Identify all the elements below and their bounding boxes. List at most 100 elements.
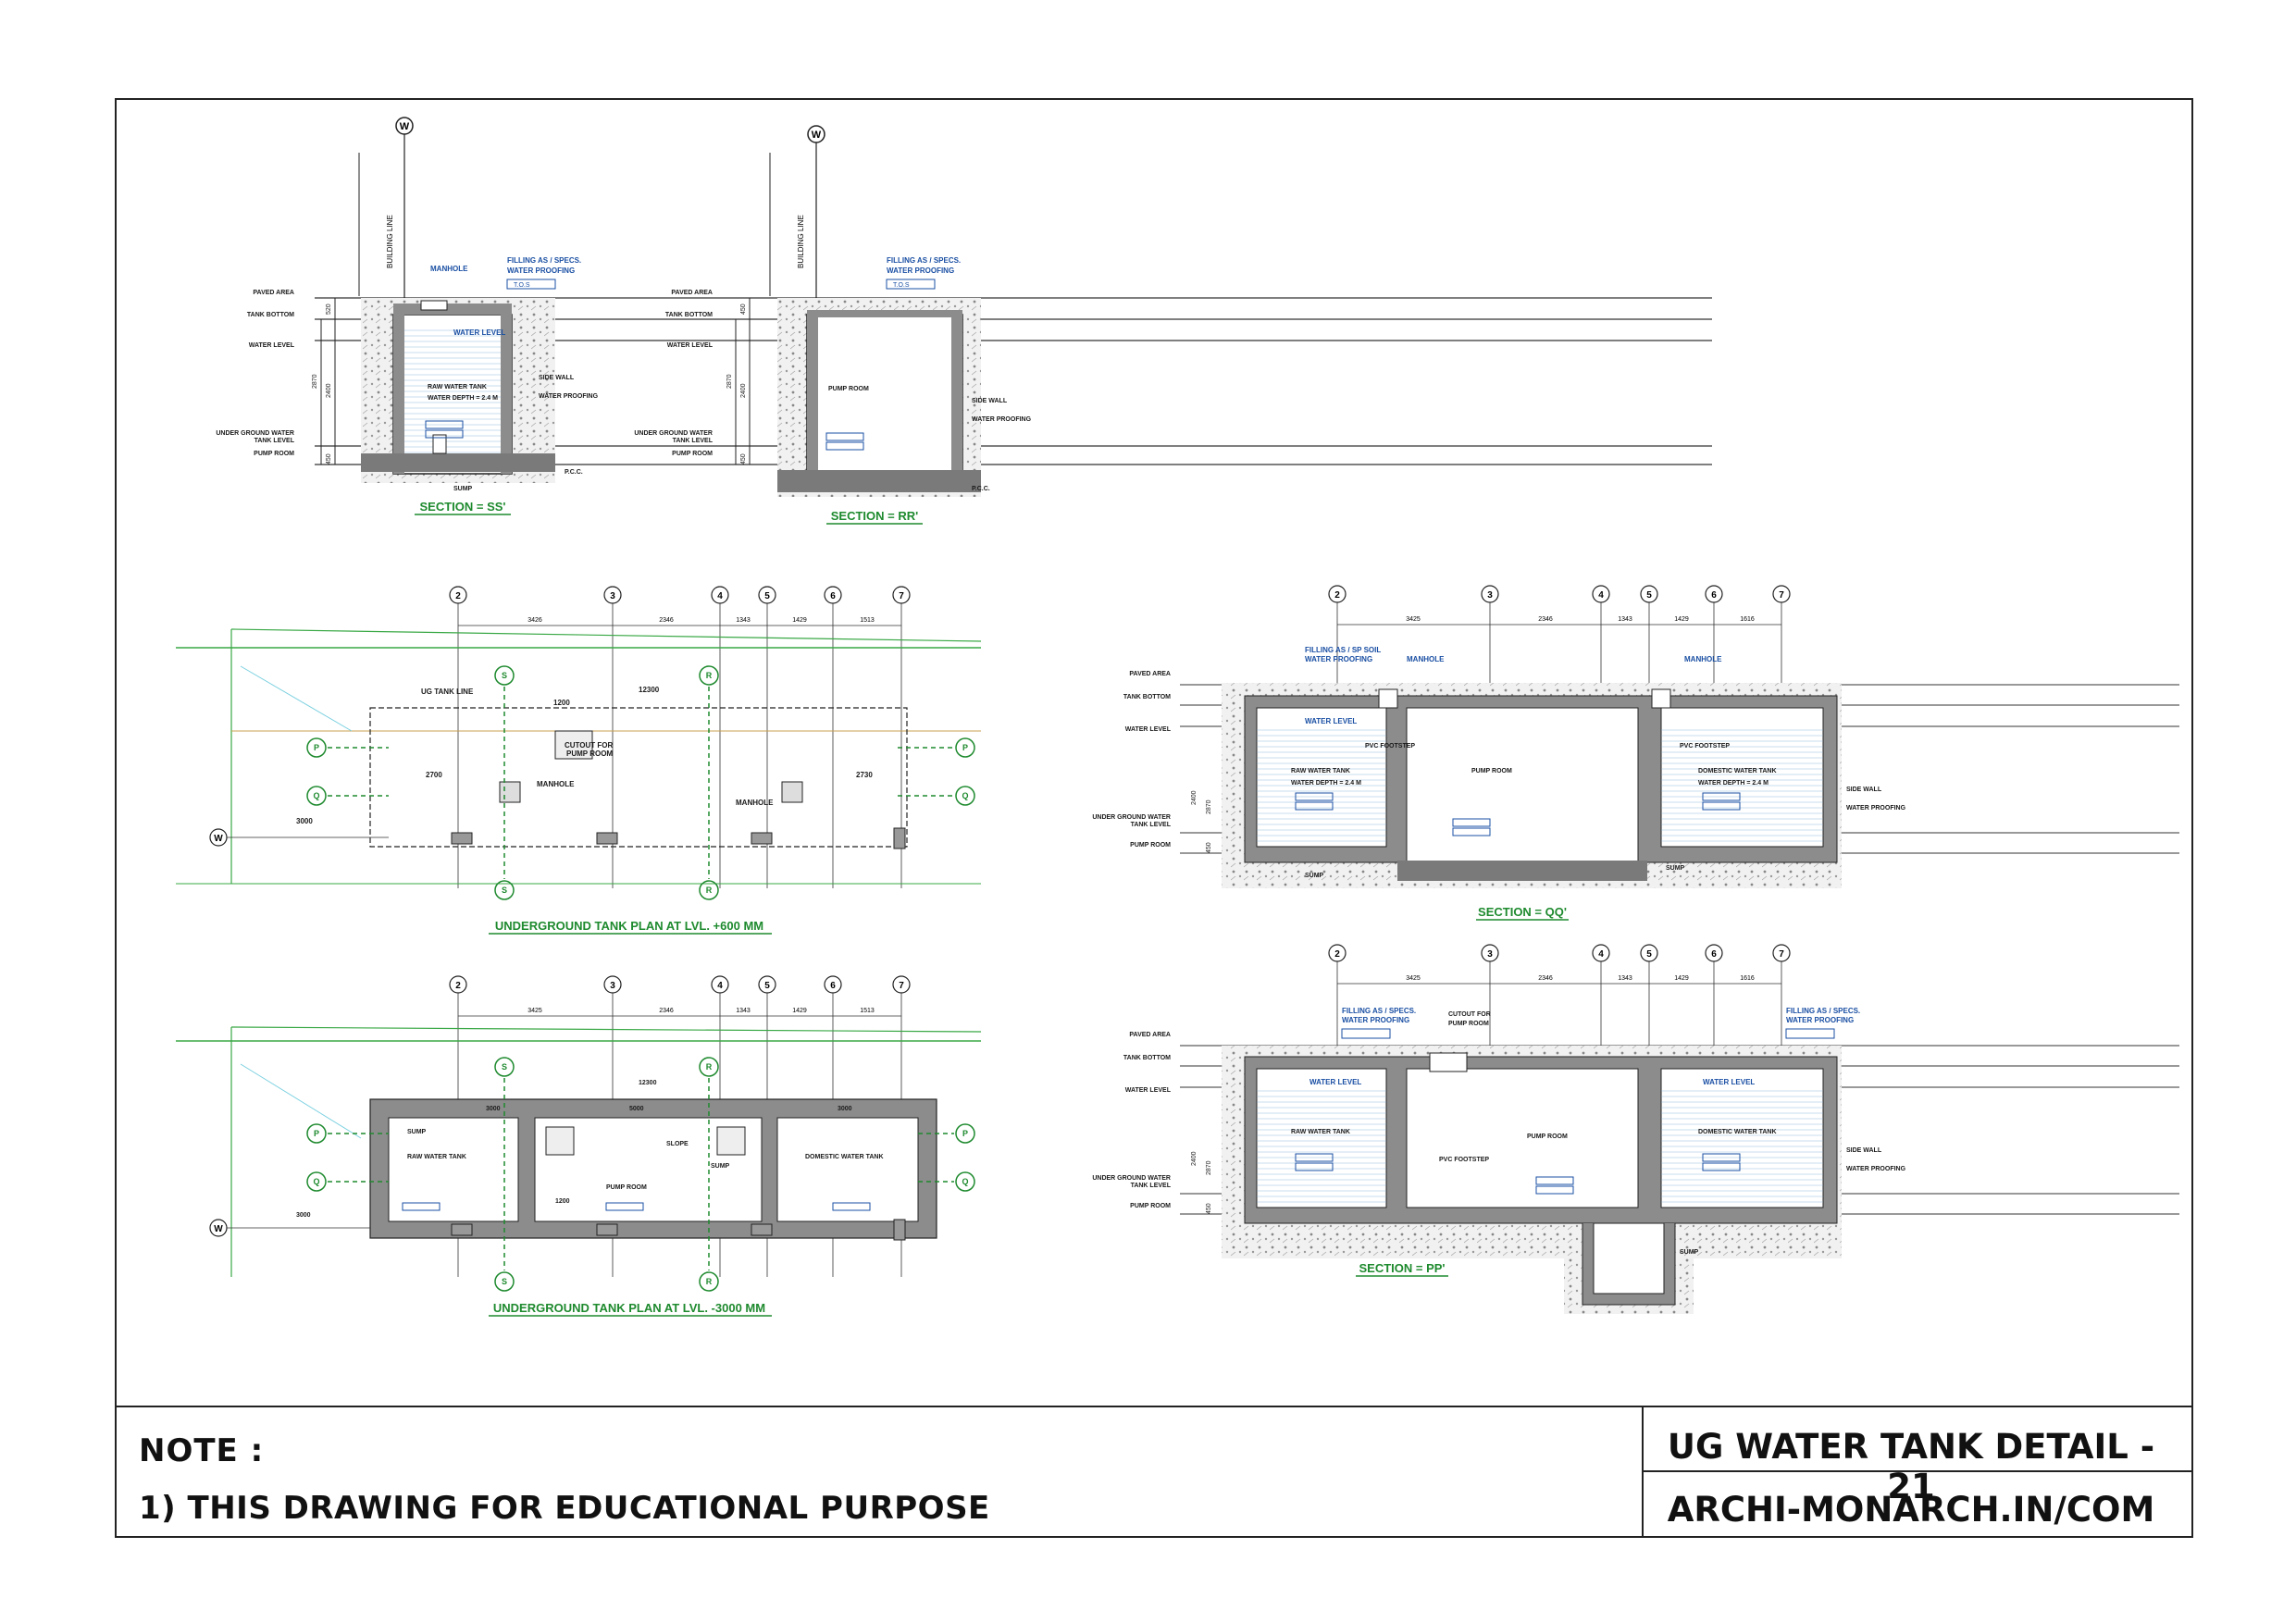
svg-text:CUTOUT FOR: CUTOUT FOR <box>565 741 614 750</box>
svg-text:3000: 3000 <box>838 1106 852 1112</box>
svg-text:3: 3 <box>1487 949 1493 960</box>
svg-text:SUMP: SUMP <box>1666 865 1685 872</box>
svg-text:FILLING AS / SPECS.: FILLING AS / SPECS. <box>887 256 961 265</box>
svg-text:WATER LEVEL: WATER LEVEL <box>1125 1087 1172 1094</box>
svg-text:4: 4 <box>717 591 723 601</box>
svg-text:PUMP ROOM: PUMP ROOM <box>1448 1021 1489 1027</box>
svg-text:TANK BOTTOM: TANK BOTTOM <box>1123 694 1171 700</box>
section-pp-title: SECTION = PP' <box>1359 1261 1445 1275</box>
svg-text:3: 3 <box>1487 590 1493 601</box>
svg-text:W: W <box>214 1224 223 1234</box>
svg-text:520: 520 <box>326 304 332 315</box>
svg-text:2346: 2346 <box>1538 616 1553 623</box>
svg-text:SIDE WALL: SIDE WALL <box>1846 787 1882 793</box>
svg-text:P: P <box>962 743 968 752</box>
svg-text:R: R <box>706 886 713 895</box>
svg-text:4: 4 <box>1598 949 1604 960</box>
svg-text:2700: 2700 <box>426 771 442 779</box>
svg-text:PUMP ROOM: PUMP ROOM <box>254 451 294 457</box>
svg-text:1343: 1343 <box>736 1008 751 1014</box>
svg-text:SUMP: SUMP <box>1305 873 1324 879</box>
sheet-website: ARCHI-MONARCH.IN/COM <box>1667 1490 2155 1530</box>
svg-text:6: 6 <box>830 981 836 991</box>
svg-text:450: 450 <box>740 453 747 465</box>
svg-text:12300: 12300 <box>639 686 660 694</box>
svg-text:FILLING AS / SPECS.: FILLING AS / SPECS. <box>1786 1007 1860 1015</box>
svg-text:Q: Q <box>313 1177 319 1186</box>
svg-text:450: 450 <box>326 453 332 465</box>
svg-text:PUMP ROOM: PUMP ROOM <box>1471 768 1512 774</box>
svg-text:WATER PROOFING: WATER PROOFING <box>887 266 954 275</box>
svg-text:2346: 2346 <box>659 617 674 624</box>
svg-text:PAVED AREA: PAVED AREA <box>253 290 294 296</box>
svg-text:RAW WATER TANK: RAW WATER TANK <box>1291 1129 1350 1135</box>
svg-text:5000: 5000 <box>629 1106 644 1112</box>
svg-text:1429: 1429 <box>792 1008 807 1014</box>
svg-text:5: 5 <box>1646 590 1652 601</box>
svg-text:1343: 1343 <box>1618 616 1632 623</box>
svg-text:UG TANK LINE: UG TANK LINE <box>421 688 474 696</box>
svg-text:FILLING AS / SPECS.: FILLING AS / SPECS. <box>507 256 581 265</box>
svg-text:1200: 1200 <box>555 1198 570 1205</box>
svg-text:W: W <box>812 130 822 141</box>
svg-text:1429: 1429 <box>1674 616 1689 623</box>
svg-text:P.C.C.: P.C.C. <box>972 486 990 492</box>
svg-text:P: P <box>314 1129 319 1138</box>
svg-text:UNDER GROUND WATER: UNDER GROUND WATER <box>634 430 713 437</box>
svg-text:3000: 3000 <box>296 817 313 825</box>
svg-text:1513: 1513 <box>860 1008 875 1014</box>
svg-text:1343: 1343 <box>736 617 751 624</box>
svg-text:2346: 2346 <box>659 1008 674 1014</box>
svg-text:1616: 1616 <box>1740 616 1755 623</box>
svg-text:2: 2 <box>455 981 461 991</box>
svg-text:WATER PROOFING: WATER PROOFING <box>972 416 1032 423</box>
svg-text:MANHOLE: MANHOLE <box>1407 655 1445 663</box>
svg-text:S: S <box>502 1277 507 1286</box>
section-rr: W BUILDING LINE PAVED AREA TANK BOTTOM W… <box>634 125 1032 525</box>
svg-text:2346: 2346 <box>1538 975 1553 982</box>
svg-text:UNDER GROUND WATER: UNDER GROUND WATER <box>1092 1175 1171 1182</box>
svg-text:TANK BOTTOM: TANK BOTTOM <box>247 312 294 318</box>
svg-text:WATER LEVEL: WATER LEVEL <box>1305 717 1357 725</box>
svg-text:6: 6 <box>1711 949 1717 960</box>
svg-text:TANK LEVEL: TANK LEVEL <box>1131 822 1172 828</box>
section-ss-title: SECTION = SS' <box>419 500 505 514</box>
svg-text:MANHOLE: MANHOLE <box>537 780 575 788</box>
svg-text:WATER LEVEL: WATER LEVEL <box>1703 1078 1755 1086</box>
svg-text:2: 2 <box>1334 590 1340 601</box>
svg-text:WATER PROOFING: WATER PROOFING <box>539 393 599 400</box>
svg-text:450: 450 <box>1206 842 1212 853</box>
svg-text:MANHOLE: MANHOLE <box>430 265 468 273</box>
svg-text:2400: 2400 <box>326 383 332 398</box>
svg-text:1429: 1429 <box>792 617 807 624</box>
svg-text:2870: 2870 <box>312 374 318 389</box>
svg-text:SIDE WALL: SIDE WALL <box>1846 1147 1882 1154</box>
svg-text:Q: Q <box>962 791 968 800</box>
svg-text:1200: 1200 <box>553 699 570 707</box>
svg-text:WATER DEPTH = 2.4 M: WATER DEPTH = 2.4 M <box>1291 780 1361 787</box>
svg-text:5: 5 <box>764 981 770 991</box>
svg-text:450: 450 <box>1206 1203 1212 1214</box>
svg-text:WATER PROOFING: WATER PROOFING <box>1846 1166 1906 1172</box>
svg-text:WATER PROOFING: WATER PROOFING <box>1342 1016 1409 1024</box>
svg-text:CUTOUT FOR: CUTOUT FOR <box>1448 1011 1491 1018</box>
svg-text:DOMESTIC WATER TANK: DOMESTIC WATER TANK <box>1698 1129 1777 1135</box>
svg-text:5: 5 <box>1646 949 1652 960</box>
svg-text:TANK LEVEL: TANK LEVEL <box>673 438 714 444</box>
plan-600-title: UNDERGROUND TANK PLAN AT LVL. +600 MM <box>495 919 763 933</box>
svg-text:WATER LEVEL: WATER LEVEL <box>453 328 505 337</box>
svg-text:7: 7 <box>899 981 904 991</box>
svg-text:2870: 2870 <box>726 374 733 389</box>
svg-text:PUMP ROOM: PUMP ROOM <box>566 750 613 758</box>
svg-text:TANK LEVEL: TANK LEVEL <box>254 438 295 444</box>
sheet-title: UG WATER TANK DETAIL - 21 <box>1667 1427 2155 1506</box>
svg-text:R: R <box>706 1062 713 1072</box>
svg-text:RAW WATER TANK: RAW WATER TANK <box>428 384 487 390</box>
svg-text:2730: 2730 <box>856 771 873 779</box>
svg-text:SIDE WALL: SIDE WALL <box>539 375 575 381</box>
svg-text:FILLING AS / SPECS.: FILLING AS / SPECS. <box>1342 1007 1416 1015</box>
svg-text:3: 3 <box>610 591 615 601</box>
svg-text:2400: 2400 <box>1191 790 1198 805</box>
